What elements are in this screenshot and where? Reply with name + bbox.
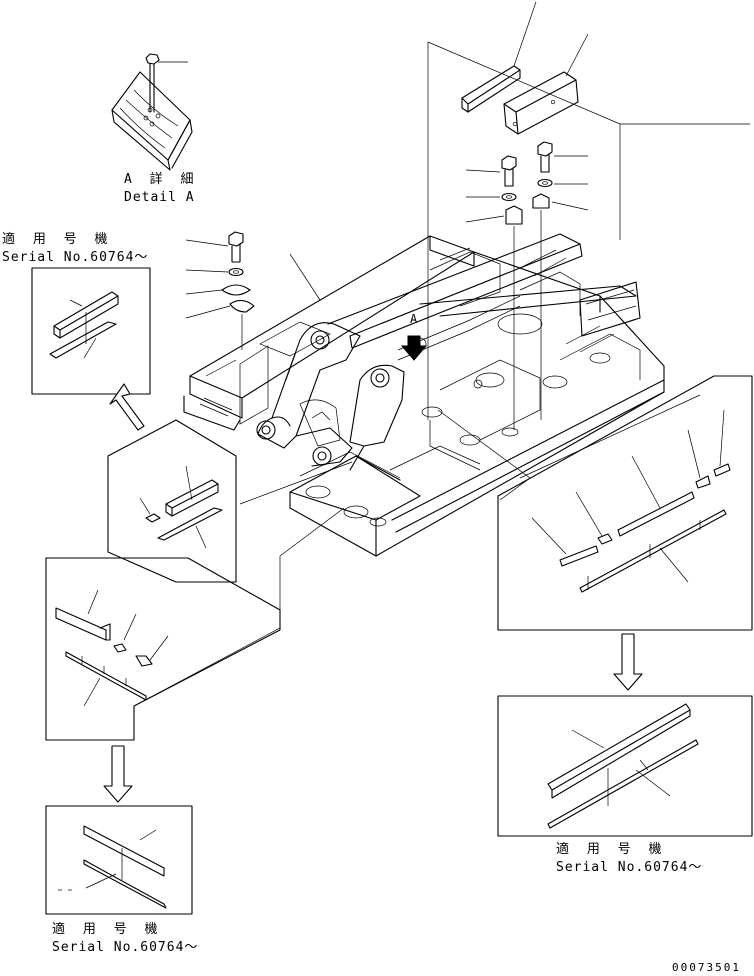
hollow-arrow-down-icon-right [613,633,643,691]
view-a-arrow-icon [400,335,428,361]
revolving-frame-main [183,41,665,557]
detail-a-title-en: Detail A [124,190,195,205]
serial-note-3-jp: 適 用 号 機 [52,922,163,937]
view-a-label: A [410,312,419,326]
serial-note-2-en: Serial No.60764～ [556,860,703,875]
serial-note-3-en: Serial No.60764～ [52,940,199,955]
serial-variant-box-bottom-right [497,695,753,837]
detail-a-title-jp: A 詳 細 [124,172,199,187]
drawing-number: 00073501 [672,961,741,974]
serial-note-1-jp: 適 用 号 機 [2,232,113,247]
detail-box-right [497,375,753,631]
hollow-arrow-down-icon-left [103,745,133,803]
left-fastener-parts [185,231,255,350]
cover-plate-parts [461,1,589,430]
serial-note-1-en: Serial No.60764～ [2,250,149,265]
detail-a-view [111,53,193,171]
detail-box-lower-left [45,557,281,741]
serial-variant-box-left [31,267,151,395]
serial-note-2-jp: 適 用 号 機 [556,842,667,857]
detail-box-mid-left [107,419,237,583]
hollow-arrow-icon [109,383,145,431]
serial-variant-box-bottom-left [45,805,193,915]
